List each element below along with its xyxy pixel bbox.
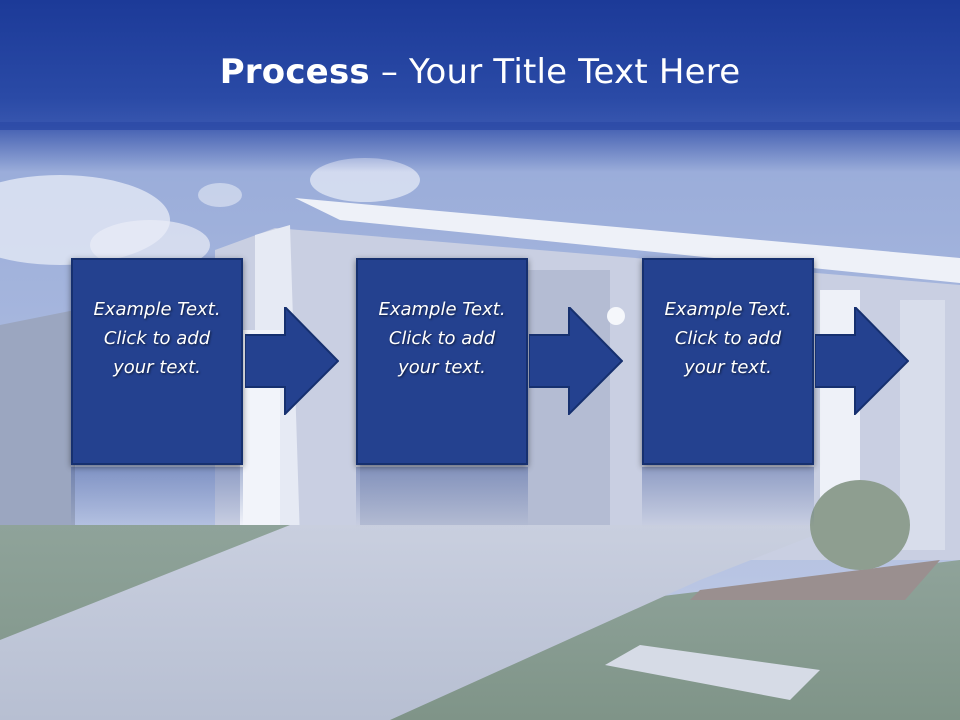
step-2-reflection: [356, 467, 528, 527]
step-1-line-2: Click to add: [103, 328, 211, 349]
step-3-line-3: your text.: [684, 357, 772, 378]
step-1-reflection: [71, 467, 243, 527]
step-3-text: Example Text. Click to add your text.: [664, 295, 791, 382]
step-1-line-1: Example Text.: [93, 299, 221, 320]
step-1-box[interactable]: Example Text. Click to add your text.: [71, 258, 243, 465]
step-2-line-2: Click to add: [388, 328, 496, 349]
step-2-line-3: your text.: [398, 357, 486, 378]
step-3-line-1: Example Text.: [664, 299, 792, 320]
title-band: [0, 0, 960, 130]
step-2-line-1: Example Text.: [378, 299, 506, 320]
step-3-line-2: Click to add: [674, 328, 782, 349]
step-1-line-3: your text.: [113, 357, 201, 378]
step-1-text: Example Text. Click to add your text.: [93, 295, 220, 382]
step-2-box[interactable]: Example Text. Click to add your text.: [356, 258, 528, 465]
slide-title[interactable]: Process – Your Title Text Here: [0, 52, 960, 92]
step-1-arrow-icon: [245, 307, 339, 415]
title-rest-part: – Your Title Text Here: [369, 52, 741, 92]
step-2-arrow-icon: [529, 307, 623, 415]
step-2-text: Example Text. Click to add your text.: [378, 295, 505, 382]
step-3-reflection: [642, 467, 814, 527]
title-bold-part: Process: [219, 52, 370, 92]
title-fade: [0, 122, 960, 172]
step-3-box[interactable]: Example Text. Click to add your text.: [642, 258, 814, 465]
step-3-arrow-icon: [815, 307, 909, 415]
